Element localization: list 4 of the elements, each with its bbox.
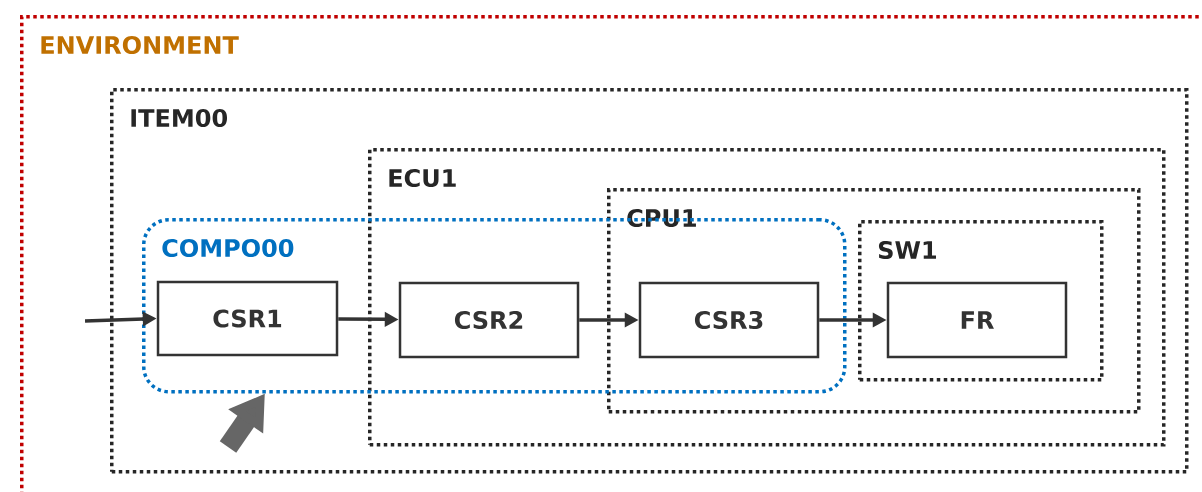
process-box: CSR1 bbox=[156, 280, 339, 357]
process-box: CSR3 bbox=[638, 281, 820, 359]
process-box: FR bbox=[886, 281, 1068, 359]
process-box: CSR2 bbox=[398, 281, 580, 359]
